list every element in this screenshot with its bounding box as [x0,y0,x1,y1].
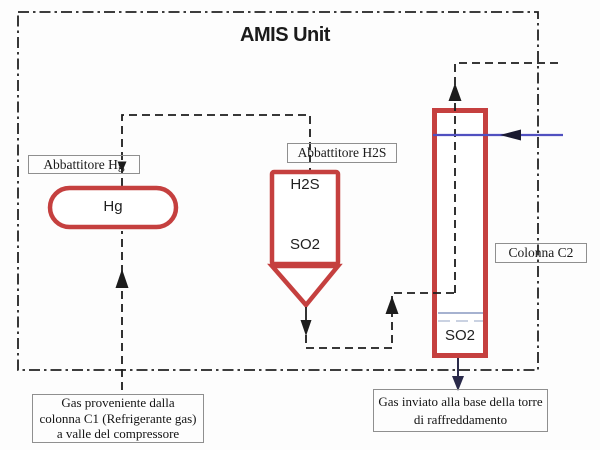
outlet-note-line-2: di raffreddamento [413,411,508,427]
cone-outlet-arrow-down [300,320,312,336]
diagram-title: AMIS Unit [240,24,330,46]
h2s-vessel-bottom-label: SO2 [289,236,320,253]
overhead-arrow-up [448,83,462,101]
inlet-note-line-1: Gas proveniente dalla [61,395,175,411]
column-bottoms-arrow-down [452,376,464,391]
riser-arrow-up [385,296,399,314]
hg-top-arrow-down [117,161,127,172]
hg-vessel-label: Hg [103,198,123,215]
h2s-vessel-cone [267,263,343,309]
inlet-stream-note: Gas proveniente dalla colonna C1 (Refrig… [32,394,204,443]
column-c2-tag: Colonna C2 [495,243,587,263]
inlet-note-line-2: colonna C1 (Refrigerante gas) [39,410,197,426]
hg-vessel [47,185,179,230]
h2s-vessel-top-label: H2S [290,176,320,193]
outlet-stream-note: Gas inviato alla base della torre di raf… [373,389,548,432]
hg-scrubber-tag: Abbattitore Hg [28,155,140,174]
column-overhead-line [454,62,563,293]
inlet-note-line-3: a valle del compressore [56,426,180,442]
h2s-scrubber-tag: Abbattitore H2S [287,143,397,163]
outlet-note-line-1: Gas inviato alla base della torre [378,393,543,409]
inlet-arrow-up [115,269,129,288]
column-c2-vessel [432,108,488,358]
blue-stream-arrow-left [500,129,521,141]
h2s-to-column-line [305,292,455,349]
unit-boundary [17,11,539,371]
column-sump-label: SO2 [444,327,475,344]
